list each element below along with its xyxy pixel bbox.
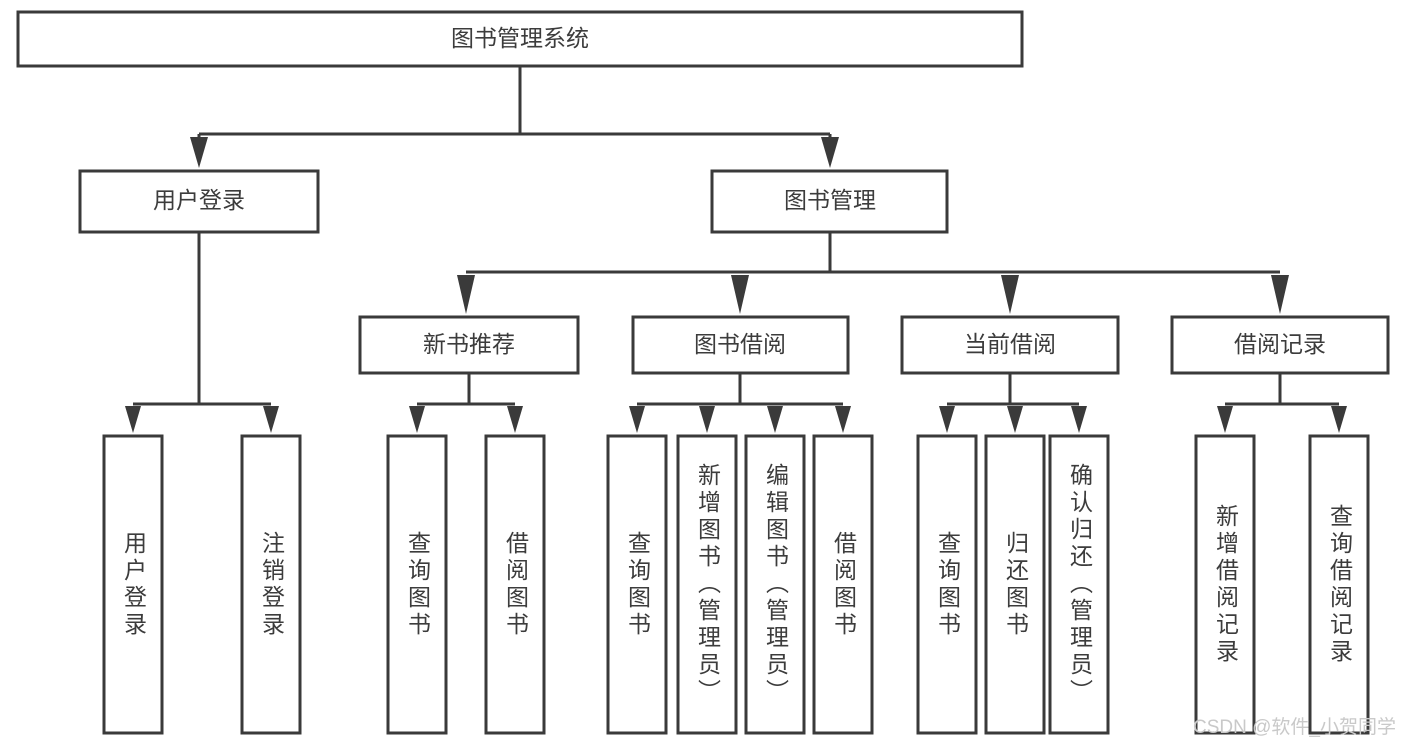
arrow-current-borrow-to-confirm-return (1071, 406, 1087, 433)
leaf-add-book[interactable] (676, 434, 738, 735)
node-user-login-box[interactable] (78, 169, 320, 234)
arrow-book-manage-to-borrow-record (1271, 275, 1289, 314)
connector-group-book-manage (457, 232, 1289, 314)
arrow-user-login-to-leaf-logout (263, 406, 279, 433)
leaf-borrow-book-bw-box[interactable] (812, 434, 874, 735)
node-user-login-label: 用户登录 (153, 187, 245, 213)
arrow-new-book-rec-to-borrow-book (507, 406, 523, 433)
connector-group-current-borrow (939, 373, 1087, 433)
node-user-login[interactable]: 用户登录 (78, 169, 320, 234)
leaf-query-record[interactable] (1308, 434, 1370, 735)
node-book-borrow-label: 图书借阅 (694, 331, 786, 357)
leaf-query-book-rec-box[interactable] (386, 434, 448, 735)
node-book-manage-label: 图书管理 (784, 187, 876, 213)
leaf-add-record-box[interactable] (1194, 434, 1256, 735)
arrow-current-borrow-to-query-book (939, 406, 955, 433)
arrow-book-borrow-to-add-book (699, 406, 715, 433)
node-borrow-record-label: 借阅记录 (1234, 331, 1326, 357)
arrow-borrow-record-to-query-record (1331, 406, 1347, 433)
node-new-book-rec-label: 新书推荐 (423, 331, 515, 357)
leaf-query-record-box[interactable] (1308, 434, 1370, 735)
leaf-query-book-bw[interactable] (606, 434, 668, 735)
node-new-book-rec-box[interactable] (358, 315, 580, 375)
leaf-confirm-return-box[interactable] (1048, 434, 1110, 735)
leaf-user-login[interactable] (102, 434, 164, 735)
node-root[interactable]: 图书管理系统 (16, 10, 1024, 68)
node-book-manage-box[interactable] (710, 169, 949, 234)
leaf-add-record[interactable] (1194, 434, 1256, 735)
arrow-user-login-to-leaf-user-login (125, 406, 141, 433)
arrow-book-manage-to-current-borrow (1001, 275, 1019, 314)
leaf-query-book-rec[interactable] (386, 434, 448, 735)
leaf-edit-book-box[interactable] (744, 434, 806, 735)
node-current-borrow[interactable]: 当前借阅 (900, 315, 1120, 375)
arrow-book-borrow-to-borrow-book (835, 406, 851, 433)
leaf-borrow-book-rec[interactable] (484, 434, 546, 735)
arrow-book-manage-to-new-book-rec (457, 275, 475, 314)
leaf-borrow-book-bw[interactable] (812, 434, 874, 735)
connector-group-new-book-rec (409, 373, 523, 433)
node-book-borrow-box[interactable] (631, 315, 850, 375)
connector-group-root (190, 66, 839, 168)
node-book-manage[interactable]: 图书管理 (710, 169, 949, 234)
leaf-query-book-cur-box[interactable] (916, 434, 978, 735)
node-current-borrow-box[interactable] (900, 315, 1120, 375)
node-root-box[interactable] (16, 10, 1024, 68)
node-current-borrow-label: 当前借阅 (964, 331, 1056, 357)
arrow-new-book-rec-to-query-book (409, 406, 425, 433)
connector-group-book-borrow (629, 373, 851, 433)
node-borrow-record-box[interactable] (1170, 315, 1390, 375)
arrow-borrow-record-to-add-record (1217, 406, 1233, 433)
leaf-edit-book[interactable] (744, 434, 806, 735)
node-book-borrow[interactable]: 图书借阅 (631, 315, 850, 375)
arrow-current-borrow-to-return-book (1007, 406, 1023, 433)
leaf-query-book-cur[interactable] (916, 434, 978, 735)
leaf-return-book-box[interactable] (984, 434, 1046, 735)
node-borrow-record[interactable]: 借阅记录 (1170, 315, 1390, 375)
leaf-user-login-box[interactable] (102, 434, 164, 735)
leaf-add-book-box[interactable] (676, 434, 738, 735)
arrow-book-borrow-to-edit-book (767, 406, 783, 433)
node-root-label: 图书管理系统 (451, 25, 589, 51)
leaf-confirm-return[interactable] (1048, 434, 1110, 735)
leaf-logout[interactable] (240, 434, 302, 735)
leaf-query-book-bw-box[interactable] (606, 434, 668, 735)
leaf-logout-box[interactable] (240, 434, 302, 735)
watermark-label: CSDN @软件_小贺同学 (1193, 716, 1396, 738)
leaf-borrow-book-rec-box[interactable] (484, 434, 546, 735)
connector-group-borrow-record (1217, 373, 1347, 433)
arrow-root-to-book-manage (821, 137, 839, 168)
node-new-book-rec[interactable]: 新书推荐 (358, 315, 580, 375)
arrow-book-borrow-to-query-book (629, 406, 645, 433)
arrow-root-to-user-login (190, 137, 208, 168)
arrow-book-manage-to-book-borrow (731, 275, 749, 314)
connector-group-user-login (125, 232, 279, 433)
leaf-return-book[interactable] (984, 434, 1046, 735)
